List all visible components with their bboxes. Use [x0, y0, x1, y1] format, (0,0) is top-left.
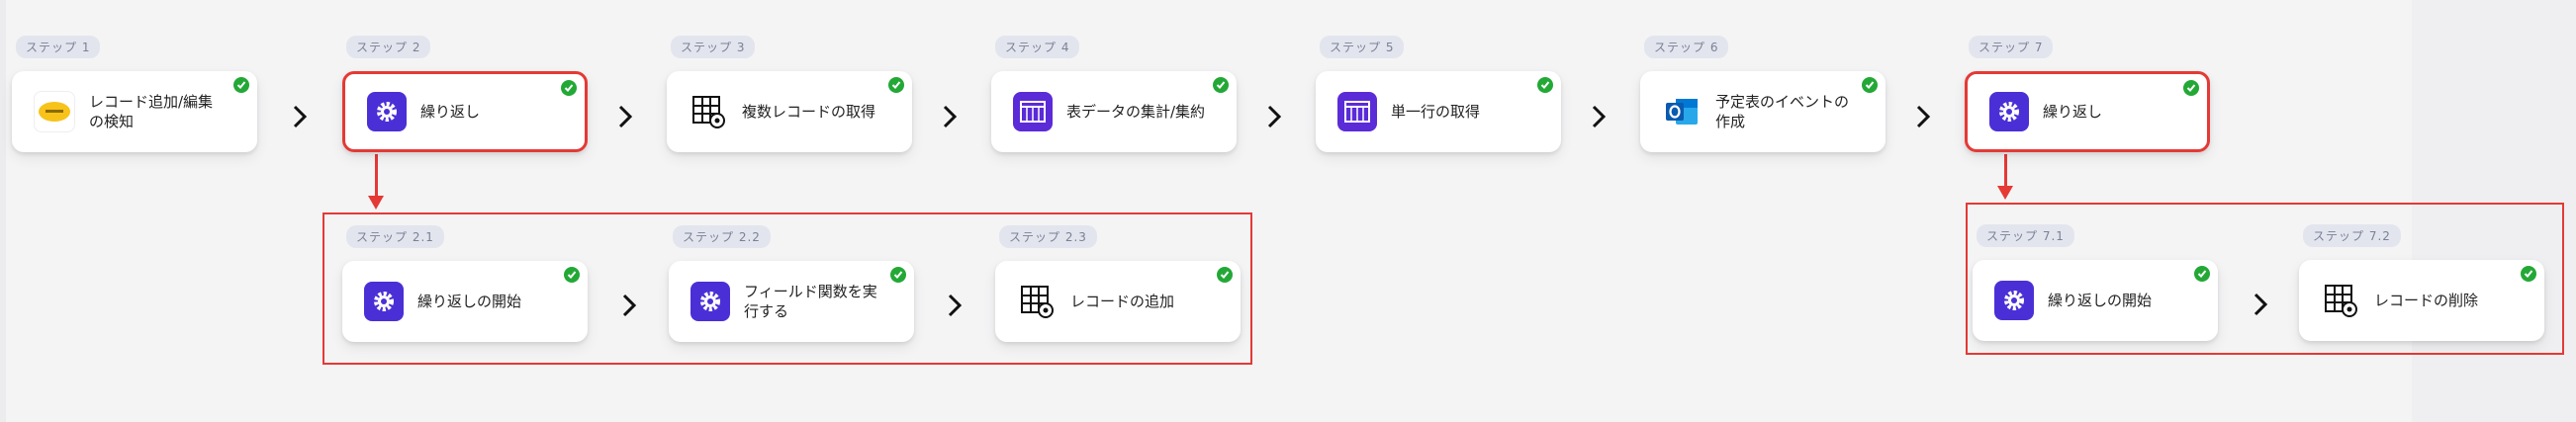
check-icon: [1213, 77, 1229, 93]
loop-7-group: [1966, 203, 2564, 355]
check-icon: [2183, 80, 2199, 96]
check-icon: [2194, 266, 2210, 282]
table-icon: [1013, 92, 1053, 131]
chevron-right-icon: [943, 105, 958, 128]
left-edge: [0, 0, 6, 422]
grid-gear-icon: [689, 92, 728, 131]
check-icon: [1537, 77, 1553, 93]
step-label: ステップ 4: [995, 36, 1080, 58]
step-title: フィールド関数を実行する: [744, 283, 877, 320]
gear-icon: [1994, 281, 2034, 320]
step-label: ステップ 2: [346, 36, 431, 58]
step-card[interactable]: 表データの集計/集約: [991, 71, 1237, 152]
step-node-6: ステップ 6 予定表のイベントの作成: [1640, 36, 1886, 152]
step-title: 繰り返しの開始: [417, 293, 522, 310]
step-title: レコードの追加: [1070, 293, 1175, 310]
chevron-right-icon: [1916, 105, 1931, 128]
step-title: 予定表のイベントの作成: [1715, 93, 1850, 130]
step-node-2-1: ステップ 2.1 繰り返しの開始: [342, 225, 588, 342]
step-card[interactable]: 複数レコードの取得: [667, 71, 912, 152]
step-card[interactable]: 繰り返し: [342, 71, 588, 152]
right-panel: [2412, 0, 2576, 422]
check-icon: [890, 267, 906, 283]
step-card[interactable]: レコードの追加: [995, 261, 1241, 342]
step-label: ステップ 1: [16, 36, 101, 58]
step-node-2-2: ステップ 2.2 フィールド関数を実行する: [669, 225, 914, 342]
step-title: 繰り返し: [2043, 103, 2103, 121]
check-icon: [561, 80, 577, 96]
step-node-1: ステップ 1 レコード追加/編集の検知: [12, 36, 257, 152]
loop-2-group: [322, 212, 1252, 365]
chevron-right-icon: [622, 294, 637, 317]
step-title: 表データの集計/集約: [1066, 103, 1206, 121]
chevron-right-icon: [618, 105, 633, 128]
step-card[interactable]: レコード追加/編集の検知: [12, 71, 257, 152]
step-node-7-2: ステップ 7.2 レコードの削除: [2299, 224, 2544, 341]
step-label: ステップ 2.3: [999, 225, 1097, 248]
step-node-7: ステップ 7 繰り返し: [1965, 36, 2210, 152]
step-card[interactable]: 単一行の取得: [1316, 71, 1561, 152]
chevron-right-icon: [293, 105, 308, 128]
step-node-2-3: ステップ 2.3 レコードの追加: [995, 225, 1241, 342]
step-card[interactable]: 予定表のイベントの作成: [1640, 71, 1886, 152]
step-card[interactable]: レコードの削除: [2299, 260, 2544, 341]
step-title: レコードの削除: [2374, 292, 2479, 309]
step-label: ステップ 6: [1644, 36, 1729, 58]
loop-2-arrowhead: [368, 196, 384, 210]
gear-icon: [364, 282, 404, 321]
check-icon: [233, 77, 249, 93]
step-node-5: ステップ 5 単一行の取得: [1316, 36, 1561, 152]
step-label: ステップ 2.1: [346, 225, 444, 248]
step-card[interactable]: 繰り返しの開始: [342, 261, 588, 342]
step-title: 繰り返し: [420, 103, 481, 121]
chevron-right-icon: [1592, 105, 1607, 128]
loop-7-connector: [2004, 154, 2007, 188]
step-node-4: ステップ 4 表データの集計/集約: [991, 36, 1237, 152]
check-icon: [564, 267, 580, 283]
step-label: ステップ 7.2: [2303, 224, 2401, 247]
step-node-7-1: ステップ 7.1 繰り返しの開始: [1973, 224, 2218, 341]
step-label: ステップ 2.2: [673, 225, 771, 248]
loop-7-arrowhead: [1997, 186, 2013, 200]
grid-gear-icon: [1017, 282, 1057, 321]
chevron-right-icon: [948, 294, 963, 317]
check-icon: [2521, 266, 2536, 282]
kintone-logo-icon: [34, 91, 75, 132]
step-card[interactable]: 繰り返しの開始: [1973, 260, 2218, 341]
step-label: ステップ 7.1: [1977, 224, 2074, 247]
step-card[interactable]: フィールド関数を実行する: [669, 261, 914, 342]
check-icon: [1862, 77, 1878, 93]
chevron-right-icon: [2254, 293, 2268, 316]
loop-2-connector: [375, 154, 378, 198]
gear-icon: [367, 92, 407, 131]
step-title: 単一行の取得: [1391, 103, 1481, 121]
step-label: ステップ 7: [1969, 36, 2054, 58]
step-card[interactable]: 繰り返し: [1965, 71, 2210, 152]
grid-gear-icon: [2321, 281, 2360, 320]
outlook-icon: [1662, 92, 1702, 131]
gear-icon: [690, 282, 730, 321]
step-node-2: ステップ 2 繰り返し: [342, 36, 588, 152]
step-title: 繰り返しの開始: [2048, 292, 2153, 309]
gear-icon: [1989, 92, 2029, 131]
step-label: ステップ 3: [671, 36, 756, 58]
check-icon: [888, 77, 904, 93]
step-title: 複数レコードの取得: [742, 103, 876, 121]
chevron-right-icon: [1267, 105, 1282, 128]
table-icon: [1337, 92, 1377, 131]
step-label: ステップ 5: [1320, 36, 1405, 58]
step-title: レコード追加/編集の検知: [89, 93, 214, 130]
check-icon: [1217, 267, 1233, 283]
step-node-3: ステップ 3 複数レコードの取得: [667, 36, 912, 152]
